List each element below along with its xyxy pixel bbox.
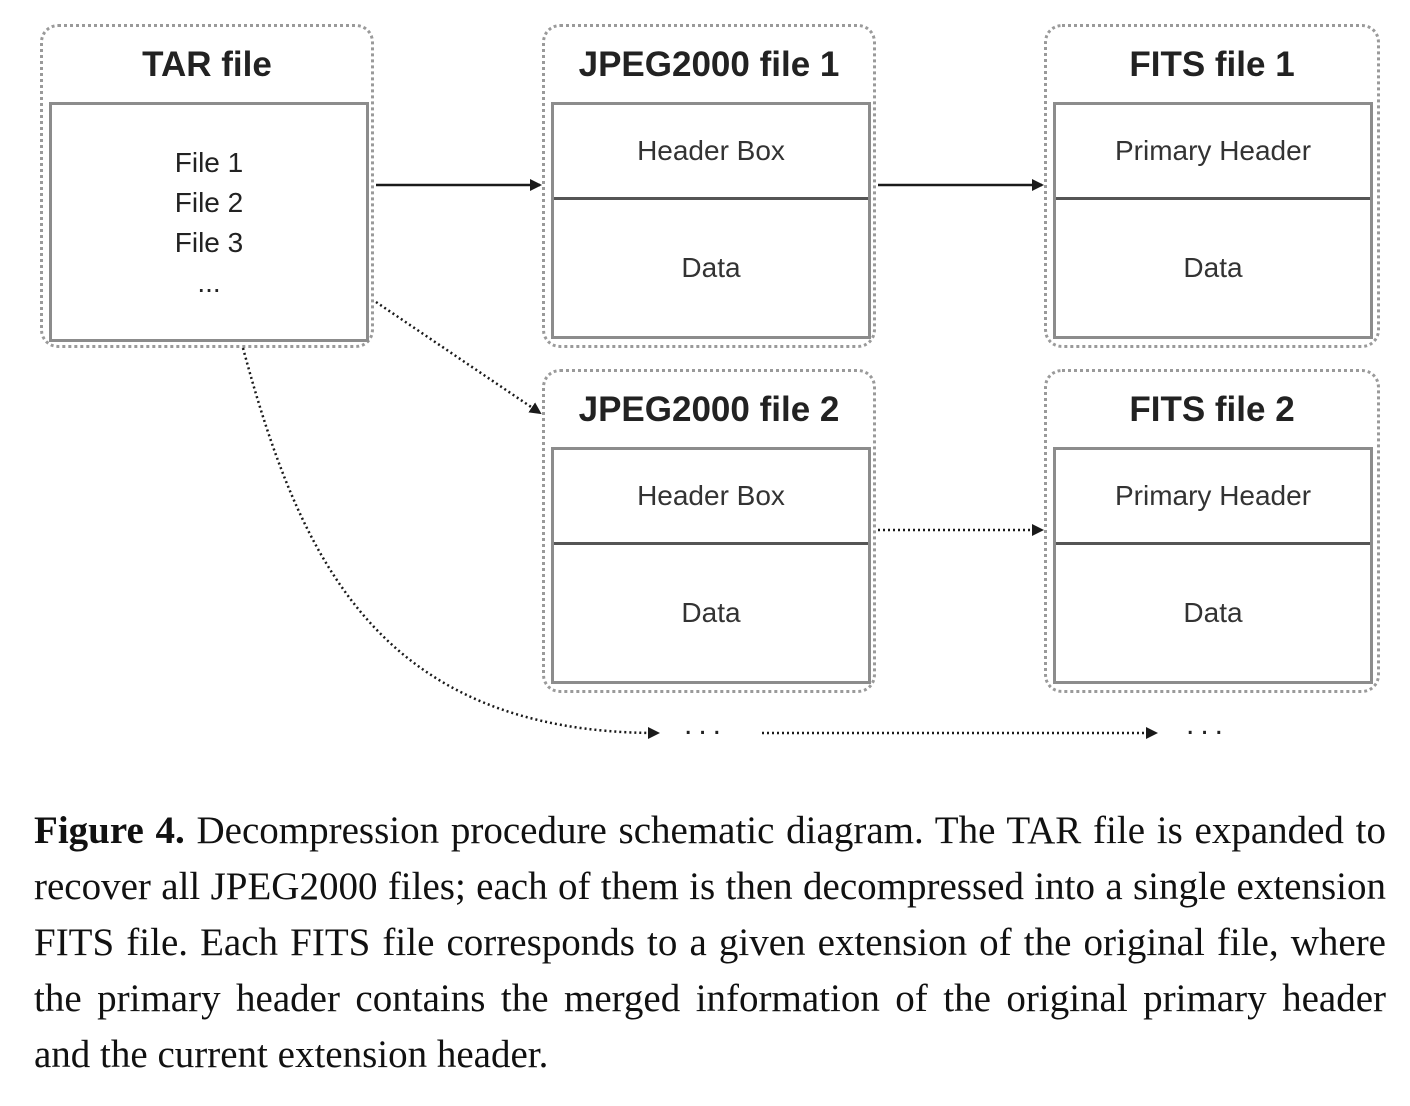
more-jpeg2000-files-ellipsis: ...: [684, 708, 728, 741]
arrow-tar-to-jpeg2: [375, 300, 542, 415]
jpeg2000-file-2-header-box: Header Box: [554, 450, 868, 545]
fits-file-1-primary-header: Primary Header: [1056, 105, 1370, 200]
jpeg2000-file-1-header-box: Header Box: [554, 105, 868, 200]
jpeg2000-file-2-panel: Header Box Data: [551, 447, 871, 684]
more-fits-files-ellipsis: ...: [1186, 708, 1230, 741]
fits-file-2-title: FITS file 2: [1129, 390, 1295, 429]
jpeg2000-file-1-title: JPEG2000 file 1: [578, 45, 840, 84]
jpeg2000-file-2-title: JPEG2000 file 2: [578, 390, 840, 429]
figure-label: Figure 4.: [34, 809, 185, 852]
jpeg2000-file-1-group: JPEG2000 file 1: [542, 24, 876, 348]
connector-arrows: [241, 179, 1158, 739]
jpeg2000-file-2-data: Data: [681, 597, 741, 628]
fits-file-2-panel: Primary Header Data: [1053, 447, 1373, 684]
tar-file-entry-2: File 2: [174, 187, 244, 218]
figure-caption: Figure 4. Decompression procedure schema…: [34, 803, 1386, 1083]
tar-file-title: TAR file: [142, 45, 272, 84]
fits-file-1-data: Data: [1183, 252, 1243, 283]
fits-file-2-group: FITS file 2: [1044, 369, 1380, 693]
jpeg2000-file-1-data: Data: [681, 252, 741, 283]
fits-file-2-data: Data: [1183, 597, 1243, 628]
figure-caption-text: Decompression procedure schematic diagra…: [34, 809, 1387, 1076]
tar-file-entry-1: File 1: [174, 147, 244, 178]
tar-file-entry-more: ...: [197, 267, 221, 298]
tar-file-list: File 1 File 2 File 3 ...: [52, 143, 366, 303]
tar-file-panel: File 1 File 2 File 3 ...: [49, 102, 369, 342]
tar-file-group: TAR file: [40, 24, 374, 348]
jpeg2000-file-2-group: JPEG2000 file 2: [542, 369, 876, 693]
fits-file-1-group: FITS file 1: [1044, 24, 1380, 348]
fits-file-1-panel: Primary Header Data: [1053, 102, 1373, 339]
arrow-tar-to-more-jpeg: [241, 347, 660, 739]
jpeg2000-file-1-panel: Header Box Data: [551, 102, 871, 339]
fits-file-2-primary-header: Primary Header: [1056, 450, 1370, 545]
fits-file-1-title: FITS file 1: [1129, 45, 1295, 84]
tar-file-entry-3: File 3: [174, 227, 244, 258]
